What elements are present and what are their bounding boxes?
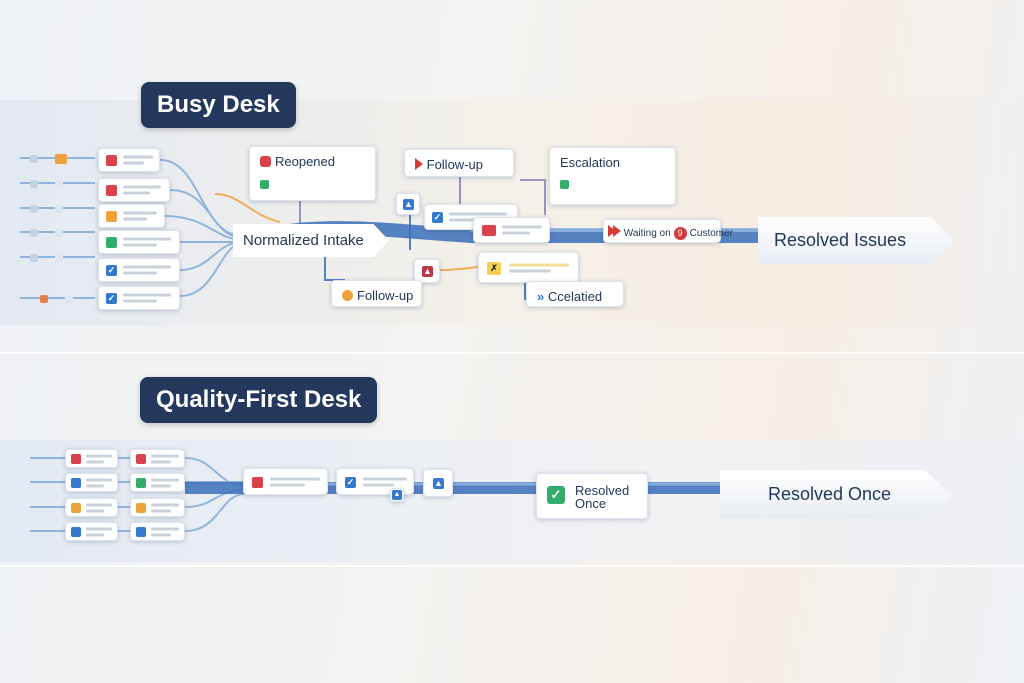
ticket-card[interactable] [98,178,170,202]
check-icon [260,180,269,189]
reopened-icon [260,156,271,167]
priority-high-icon [482,225,496,236]
play-icon [613,225,621,237]
play-icon [608,225,616,237]
busy-desk-title: Busy Desk [141,82,296,128]
ticket-card[interactable] [243,468,328,495]
escalated-card[interactable]: » Ccelatied [526,281,624,307]
ticket-card[interactable] [98,148,160,172]
follow-up-card-top[interactable]: Follow-up [404,149,514,177]
resolved-once-card[interactable]: ✓ Resolved Once [536,473,648,519]
play-icon [415,158,423,170]
ticket-card[interactable] [130,522,185,541]
source-ticket [40,295,48,303]
source-ticket [55,229,63,237]
source-ticket [65,295,73,303]
check-icon: ✓ [106,293,117,304]
priority-high-icon [106,155,117,166]
blocked-ticket-card[interactable]: ✗ [478,252,579,283]
escalation-card[interactable]: Escalation [549,147,676,205]
source-ticket [55,254,63,262]
escalation-label: Escalation [560,155,620,170]
priority-medium-icon [71,503,81,513]
source-ticket [30,229,38,237]
follow-up-label: Follow-up [426,157,483,172]
escalated-label: Ccelatied [547,289,603,304]
source-ticket [55,154,67,164]
priority-high-icon [106,185,117,196]
fast-forward-icon: » [537,289,545,304]
ticket-card[interactable] [98,204,165,228]
ticket-card[interactable] [65,498,118,517]
ticket-card[interactable] [65,473,118,492]
follow-up-icon [342,290,353,301]
check-icon: ✓ [432,212,443,223]
ticket-card[interactable] [130,449,185,468]
x-icon: ✗ [487,262,501,275]
waiting-customer-label: Customer [689,228,734,239]
check-icon [560,180,569,189]
check-icon [71,478,81,488]
priority-low-icon [106,237,117,248]
follow-up-card-bottom[interactable]: Follow-up [331,280,422,307]
escalate-up-card[interactable]: ▲ [396,193,420,215]
arrow-up-icon: ▲ [403,199,414,210]
section-divider [0,352,1024,354]
ticket-card[interactable] [65,449,118,468]
arrow-up-icon: ▲ [392,490,402,500]
waiting-on-label: Waiting on [623,228,671,239]
resolved-issues-outcome[interactable]: Resolved Issues [758,217,954,264]
normalized-intake-node[interactable]: Normalized Intake [233,224,389,257]
check-icon [71,527,81,537]
reopened-card[interactable]: Reopened [249,146,376,201]
warning-card[interactable]: ▲ [414,259,440,283]
source-ticket [30,254,38,262]
resolved-once-outcome[interactable]: Resolved Once [720,470,952,518]
priority-high-icon [136,454,146,464]
ticket-card[interactable] [98,230,180,254]
priority-medium-icon [136,503,146,513]
ticket-card[interactable] [130,473,185,492]
escalate-up-card[interactable]: ▲ [423,469,453,497]
waiting-count-badge: 9 [673,227,687,240]
ticket-card[interactable] [65,522,118,541]
priority-medium-icon [106,211,117,222]
quality-desk-title: Quality-First Desk [140,377,378,423]
ticket-card[interactable] [473,217,550,243]
resolved-once-card-label: Resolved Once [575,483,630,511]
check-icon: ✓ [106,265,117,276]
check-icon: ✓ [345,477,356,488]
source-ticket [55,180,63,188]
follow-up-label: Follow-up [357,288,414,303]
priority-high-icon [252,477,263,488]
ticket-card[interactable] [130,498,185,517]
priority-high-icon [71,454,81,464]
source-ticket [30,180,38,188]
source-ticket [30,205,38,213]
escalate-up-card[interactable]: ▲ [390,488,404,502]
checkmark-icon: ✓ [547,486,565,504]
priority-low-icon [136,478,146,488]
check-icon [136,527,146,537]
source-ticket [30,155,38,163]
warning-icon: ▲ [422,266,433,277]
section-divider [0,565,1024,567]
ticket-card[interactable]: ✓ [98,286,180,310]
reopened-label: Reopened [275,154,335,169]
arrow-up-icon: ▲ [433,478,444,489]
ticket-card[interactable]: ✓ [98,258,180,282]
source-ticket [55,205,63,213]
